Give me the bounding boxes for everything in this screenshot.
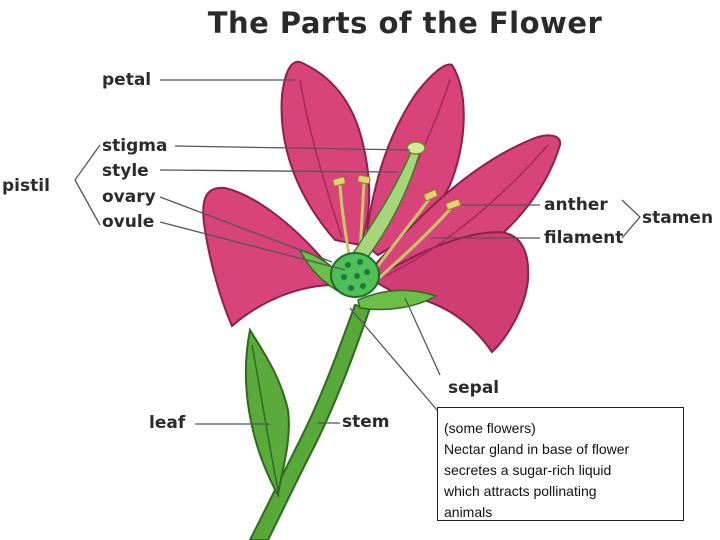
note-line: animals <box>444 504 493 520</box>
stigma <box>406 141 426 155</box>
label-style: style <box>102 161 149 181</box>
leaf <box>244 327 290 499</box>
note-line: which attracts pollinating <box>444 483 597 499</box>
petal-left <box>202 186 337 328</box>
note-line: (some flowers) <box>444 420 536 436</box>
label-pistil: pistil <box>2 176 50 196</box>
label-stamen: stamen <box>642 208 714 228</box>
label-filament: filament <box>544 228 624 248</box>
label-anther: anther <box>544 195 608 215</box>
anther-1 <box>332 176 346 187</box>
label-ovule: ovule <box>102 212 155 232</box>
ovule <box>345 262 351 268</box>
note-line: Nectar gland in base of flower <box>444 441 630 457</box>
sepal-right <box>357 289 438 311</box>
label-ovary: ovary <box>102 187 156 207</box>
label-sepal: sepal <box>448 378 500 398</box>
label-petal: petal <box>102 70 152 90</box>
anther-4 <box>445 198 461 211</box>
petal-top-left <box>280 60 371 247</box>
note-line: secretes a sugar-rich liquid <box>444 462 612 478</box>
label-stem: stem <box>342 412 390 432</box>
diagram-title: The Parts of the Flower <box>207 6 603 40</box>
label-stigma: stigma <box>102 136 168 156</box>
nectar-gland-note: (some flowers) Nectar gland in base of f… <box>437 407 684 521</box>
anther-2 <box>357 174 371 185</box>
anther-3 <box>423 189 438 202</box>
label-leaf: leaf <box>149 413 186 433</box>
